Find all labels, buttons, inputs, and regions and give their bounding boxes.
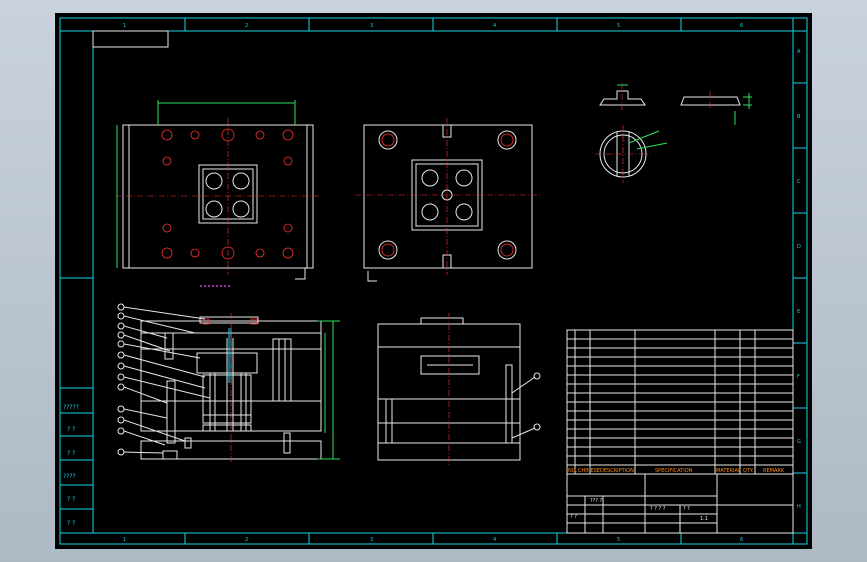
bom-col-qty: QTY. — [743, 468, 754, 474]
side-cell-5: ? ? — [67, 496, 75, 503]
bom-col-specification: SPECIFICATION — [655, 468, 693, 474]
title-block[interactable]: ? ? ? ? ? ? 1:1 ??? ? ? ? — [566, 473, 794, 534]
zone-bottom-1: 1 — [123, 537, 126, 543]
inner-border — [92, 30, 794, 534]
zone-top-1: 1 — [123, 23, 126, 29]
detail-view[interactable] — [595, 83, 752, 183]
section-view-main[interactable] — [117, 303, 340, 463]
side-cell-3: ? ? — [67, 450, 75, 457]
zone-labels: 1 2 3 4 5 6 1 2 3 4 5 6 A B C D E F G H — [123, 23, 801, 543]
title-cell-3: ??? ? — [590, 498, 603, 504]
zone-bottom-6: 6 — [740, 537, 743, 543]
zone-side-a: A — [797, 49, 801, 55]
zone-bottom-2: 2 — [245, 537, 248, 543]
zone-bottom-5: 5 — [617, 537, 620, 543]
side-cell-2: ? ? — [67, 426, 75, 433]
balloon-callouts — [117, 303, 211, 456]
zone-top-4: 4 — [493, 23, 496, 29]
bom-col-description: DESCRIPTION — [600, 468, 634, 474]
zone-top-3: 3 — [370, 23, 373, 29]
title-cell-scale: 1:1 — [700, 516, 708, 522]
side-cell-6: ? ? — [67, 520, 75, 527]
side-cell-4: ???? — [63, 473, 76, 480]
zone-side-b: B — [797, 114, 801, 120]
drawing-sheet: 1 2 3 4 5 6 1 2 3 4 5 6 A B C D E F G H — [55, 13, 812, 549]
side-cell-1: ????? — [63, 404, 79, 411]
right-zone-ticks — [793, 82, 807, 474]
title-cell-1: ? ? ? ? — [650, 506, 666, 512]
zone-bottom-4: 4 — [493, 537, 496, 543]
drawing-canvas[interactable]: 1 2 3 4 5 6 1 2 3 4 5 6 A B C D E F G H — [55, 13, 812, 549]
top-zone-ticks — [184, 18, 682, 544]
section-view-side[interactable] — [377, 313, 541, 465]
bom-col-material: MATERIAL — [716, 468, 741, 474]
bom-header: NO. CHINESE DESCRIPTION SPECIFICATION MA… — [568, 468, 785, 474]
drawing-number-box — [92, 30, 169, 48]
title-cell-4: ? ? — [570, 514, 577, 520]
bom-table[interactable]: NO. CHINESE DESCRIPTION SPECIFICATION MA… — [566, 329, 794, 475]
bom-col-chinese: CHINESE — [578, 468, 600, 474]
zone-side-f: F — [797, 374, 800, 380]
zone-bottom-3: 3 — [370, 537, 373, 543]
bom-col-remark: REMARK — [763, 468, 785, 474]
zone-top-5: 5 — [617, 23, 620, 29]
zone-top-6: 6 — [740, 23, 743, 29]
zone-top-2: 2 — [245, 23, 248, 29]
left-revision-table: ????? ? ? ? ? ???? ? ? ? ? — [59, 387, 94, 534]
plan-view-left[interactable] — [115, 100, 320, 287]
plan-view-right[interactable] — [355, 118, 541, 282]
zone-side-e: E — [797, 309, 800, 315]
bom-col-no: NO. — [568, 468, 577, 474]
zone-side-d: D — [797, 244, 801, 250]
zone-side-c: C — [797, 179, 801, 185]
zone-side-g: G — [797, 439, 801, 445]
zone-side-h: H — [797, 504, 801, 510]
title-cell-2: ? ? — [683, 506, 690, 512]
